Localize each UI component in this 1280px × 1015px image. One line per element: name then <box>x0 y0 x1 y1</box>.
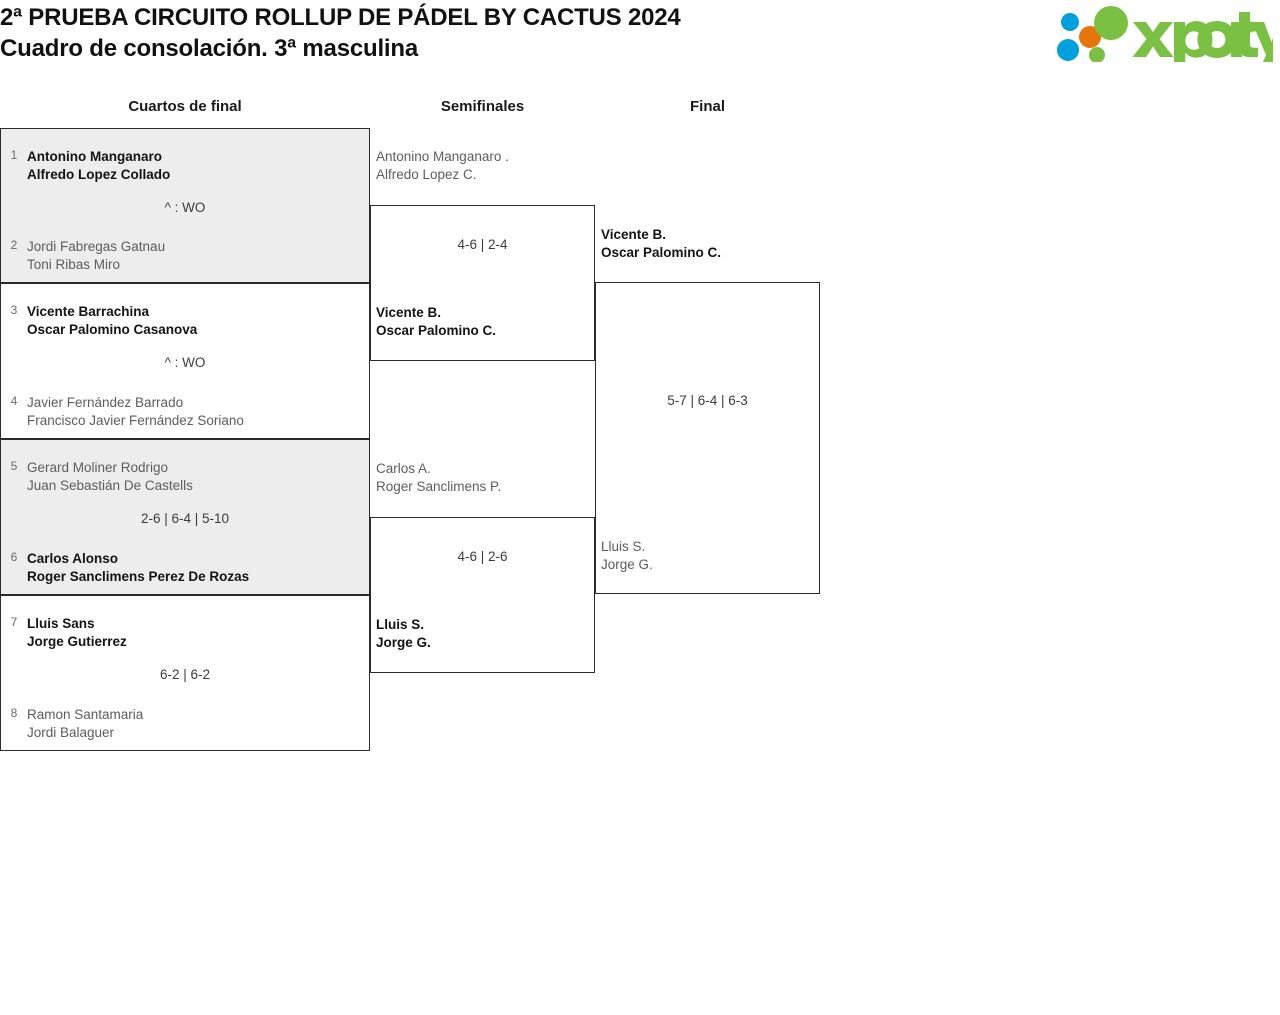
semifinal-2-bottom-team[interactable]: Lluis S. Jorge G. <box>376 616 431 652</box>
player-name-2: Jorge G. <box>376 635 431 650</box>
player-name-2: Roger Sanclimens P. <box>376 479 502 494</box>
player-name-1: Lluis Sans <box>27 616 95 631</box>
player-name-2: Francisco Javier Fernández Soriano <box>27 413 244 428</box>
team-names: Carlos Alonso Roger Sanclimens Perez De … <box>27 539 369 586</box>
page-header: 2ª PRUEBA CIRCUITO ROLLUP DE PÁDEL BY CA… <box>0 0 1280 78</box>
player-name-2: Oscar Palomino C. <box>376 323 497 338</box>
team-names: Gerard Moliner Rodrigo Juan Sebastián De… <box>27 448 369 495</box>
match-score: 5-7 | 6-4 | 6-3 <box>667 393 748 408</box>
final-bottom-team[interactable]: Lluis S. Jorge G. <box>601 538 653 574</box>
match-semifinal-2[interactable]: 4-6 | 2-6 <box>370 517 595 673</box>
title-line-1: 2ª PRUEBA CIRCUITO ROLLUP DE PÁDEL BY CA… <box>0 4 681 31</box>
player-name-2: Juan Sebastián De Castells <box>27 478 193 493</box>
player-name-1: Vicente B. <box>376 305 442 320</box>
player-name-2: Oscar Palomino C. <box>601 245 722 260</box>
player-name-2: Toni Ribas Miro <box>27 257 121 272</box>
xporty-logo[interactable] <box>1049 6 1273 62</box>
player-name-1: Carlos A. <box>376 461 431 476</box>
match-slot-bottom[interactable]: 8 Ramon Santamaria Jordi Balaguer <box>1 695 369 742</box>
match-quarterfinal-1[interactable]: 1 Antonino Manganaro Alfredo Lopez Colla… <box>0 128 370 283</box>
round-header-quarterfinals: Cuartos de final <box>128 98 242 115</box>
match-slot-top[interactable]: 3 Vicente Barrachina Oscar Palomino Casa… <box>1 292 369 339</box>
title-line-2: Cuadro de consolación. 3ª masculina <box>0 35 418 62</box>
player-name-1: Lluis S. <box>376 617 425 632</box>
player-name-1: Vicente B. <box>601 227 667 242</box>
player-name-2: Jorge G. <box>601 557 653 572</box>
match-quarterfinal-4[interactable]: 7 Lluis Sans Jorge Gutierrez 6-2 | 6-2 8… <box>0 595 370 751</box>
seed-number: 8 <box>10 706 18 720</box>
match-slot-bottom[interactable]: 2 Jordi Fabregas Gatnau Toni Ribas Miro <box>1 227 369 274</box>
seed-number: 7 <box>10 615 18 629</box>
final-top-team[interactable]: Vicente B. Oscar Palomino C. <box>601 226 721 262</box>
team-names: Antonino Manganaro Alfredo Lopez Collado <box>27 137 369 184</box>
match-slot-top[interactable]: 7 Lluis Sans Jorge Gutierrez <box>1 604 369 651</box>
semifinal-1-bottom-team[interactable]: Vicente B. Oscar Palomino C. <box>376 304 496 340</box>
seed-number: 5 <box>10 459 18 473</box>
page-title: 2ª PRUEBA CIRCUITO ROLLUP DE PÁDEL BY CA… <box>0 2 1000 64</box>
team-names: Ramon Santamaria Jordi Balaguer <box>27 695 369 742</box>
semifinal-1-top-team[interactable]: Antonino Manganaro . Alfredo Lopez C. <box>376 148 509 184</box>
player-name-1: Ramon Santamaria <box>27 707 144 722</box>
match-slot-top[interactable]: 1 Antonino Manganaro Alfredo Lopez Colla… <box>1 137 369 184</box>
team-names: Lluis Sans Jorge Gutierrez <box>27 604 369 651</box>
player-name-1: Antonino Manganaro . <box>376 149 509 164</box>
seed-number: 2 <box>10 238 18 252</box>
team-names: Vicente Barrachina Oscar Palomino Casano… <box>27 292 369 339</box>
player-name-2: Jorge Gutierrez <box>27 634 127 649</box>
player-name-2: Alfredo Lopez C. <box>376 167 477 182</box>
xporty-logo-icon <box>1057 6 1273 62</box>
match-slot-bottom[interactable]: 4 Javier Fernández Barrado Francisco Jav… <box>1 383 369 430</box>
seed-number: 6 <box>10 550 18 564</box>
player-name-1: Antonino Manganaro <box>27 149 162 164</box>
match-score: ^ : WO <box>164 200 206 215</box>
player-name-2: Jordi Balaguer <box>27 725 115 740</box>
match-score: ^ : WO <box>164 355 206 370</box>
seed-number: 1 <box>10 148 18 162</box>
player-name-1: Vicente Barrachina <box>27 304 150 319</box>
semifinal-2-top-team[interactable]: Carlos A. Roger Sanclimens P. <box>376 460 501 496</box>
match-semifinal-1[interactable]: 4-6 | 2-4 <box>370 205 595 361</box>
match-slot-bottom[interactable]: 6 Carlos Alonso Roger Sanclimens Perez D… <box>1 539 369 586</box>
round-header-final: Final <box>689 98 725 115</box>
player-name-1: Carlos Alonso <box>27 551 119 566</box>
team-names: Javier Fernández Barrado Francisco Javie… <box>27 383 369 430</box>
match-quarterfinal-3[interactable]: 5 Gerard Moliner Rodrigo Juan Sebastián … <box>0 439 370 595</box>
team-names: Jordi Fabregas Gatnau Toni Ribas Miro <box>27 227 369 274</box>
player-name-2: Roger Sanclimens Perez De Rozas <box>27 569 250 584</box>
match-score: 6-2 | 6-2 <box>159 667 211 682</box>
player-name-1: Jordi Fabregas Gatnau <box>27 239 166 254</box>
player-name-1: Javier Fernández Barrado <box>27 395 184 410</box>
seed-number: 4 <box>10 394 18 408</box>
player-name-1: Lluis S. <box>601 539 646 554</box>
player-name-1: Gerard Moliner Rodrigo <box>27 460 169 475</box>
match-final[interactable]: 5-7 | 6-4 | 6-3 <box>595 282 820 594</box>
player-name-2: Alfredo Lopez Collado <box>27 167 171 182</box>
player-name-2: Oscar Palomino Casanova <box>27 322 198 337</box>
match-score: 4-6 | 2-4 <box>457 237 508 252</box>
match-score: 4-6 | 2-6 <box>457 549 508 564</box>
match-slot-top[interactable]: 5 Gerard Moliner Rodrigo Juan Sebastián … <box>1 448 369 495</box>
match-score: 2-6 | 6-4 | 5-10 <box>140 511 230 526</box>
seed-number: 3 <box>10 303 18 317</box>
match-quarterfinal-2[interactable]: 3 Vicente Barrachina Oscar Palomino Casa… <box>0 283 370 439</box>
round-header-semifinals: Semifinales <box>440 98 525 115</box>
